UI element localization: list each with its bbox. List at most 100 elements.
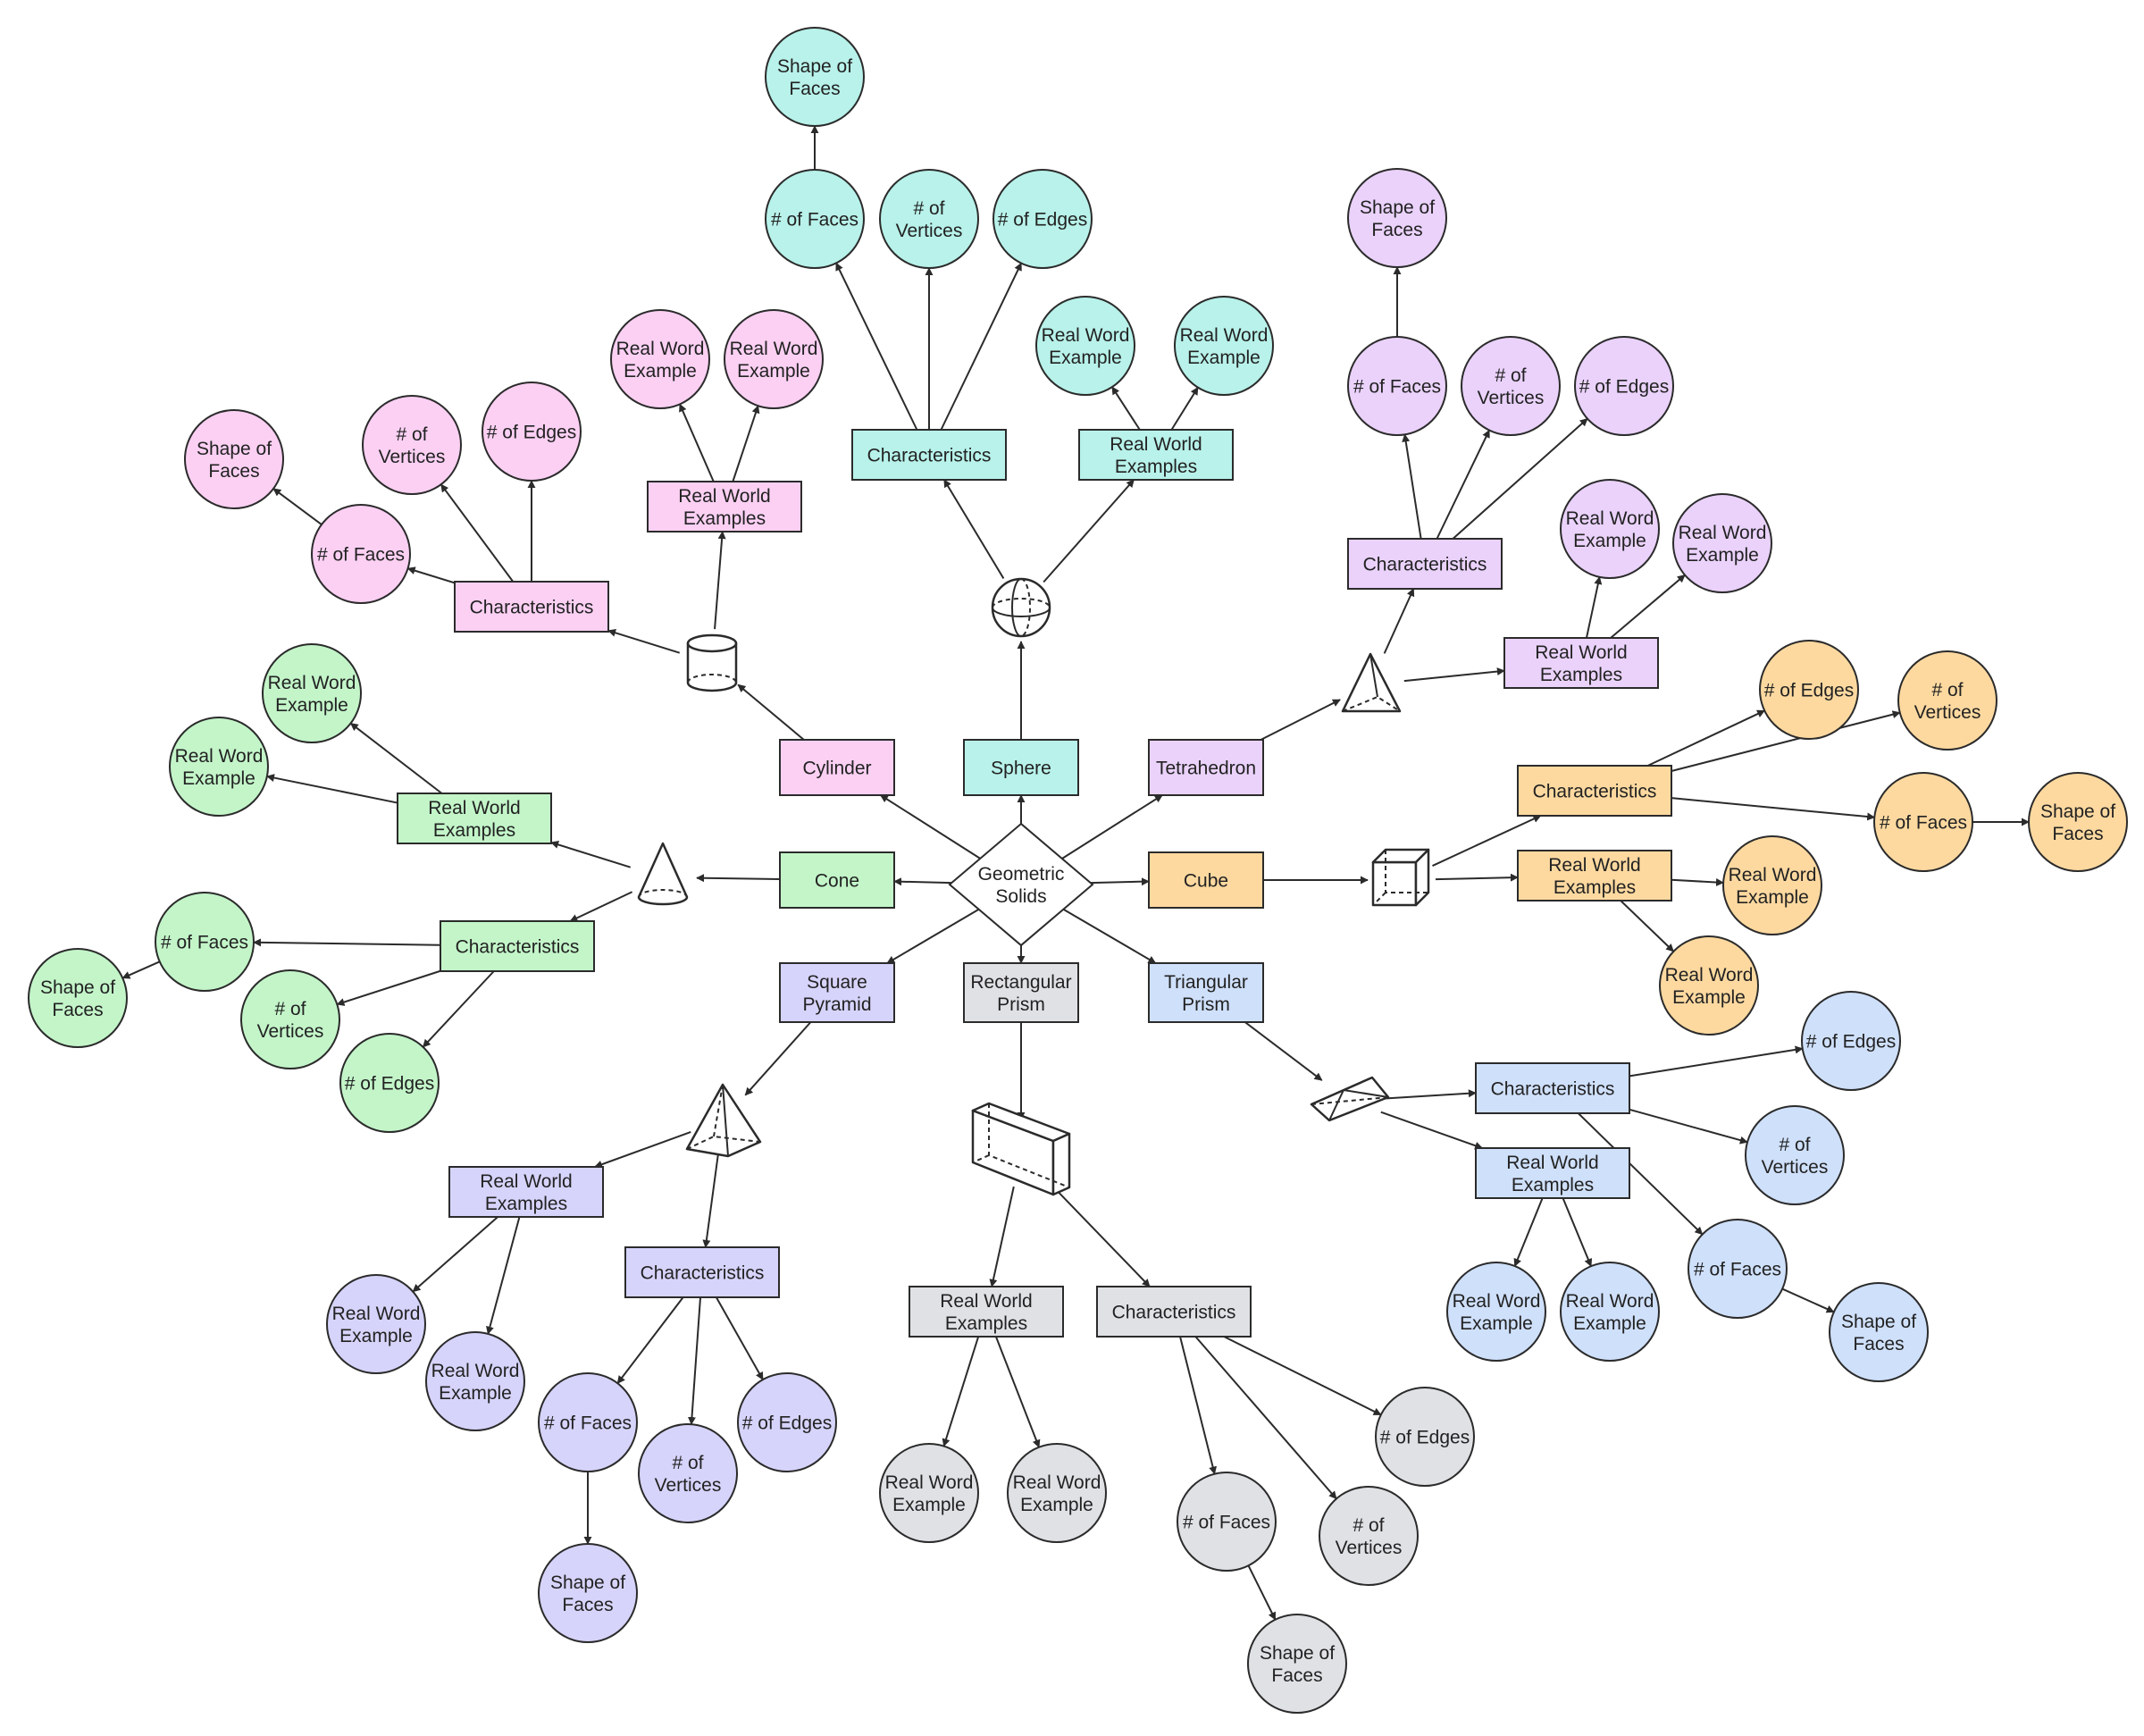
connector-sqp-rw-to-sqp-ex2: [486, 1216, 521, 1335]
node-tet-ch: Characteristics: [1347, 538, 1503, 590]
connector-sqp-ch-to-sqp-edges: [715, 1296, 764, 1380]
node-cone-ch: Characteristics: [440, 920, 595, 972]
cone-box: [779, 851, 895, 909]
cone-ex2-circle: [169, 717, 269, 817]
node-tri-ch: Characteristics: [1475, 1062, 1630, 1114]
tri-ch-box: [1475, 1062, 1630, 1114]
cyl-vert-circle: [362, 395, 462, 495]
tri-rw-box: [1475, 1147, 1630, 1199]
connector-cube-ch-to-cube-vert: [1671, 710, 1901, 772]
sqp-edges-label: # of Edges: [742, 1413, 832, 1433]
node-tri-edges: # of Edges: [1801, 991, 1901, 1091]
sph-label: Sphere: [991, 758, 1051, 778]
connector-ico-sqp-to-sqp-rw: [594, 1131, 691, 1169]
cube-edges-circle: [1759, 640, 1859, 740]
tet-shape-circle: [1347, 168, 1447, 268]
tri-vert-circle: [1745, 1105, 1845, 1205]
connector-cone-ch-to-cone-faces: [253, 938, 441, 947]
cone-label: Cone: [815, 870, 859, 891]
node-sph-edges: # of Edges: [992, 169, 1093, 269]
cyl-label: Cylinder: [802, 758, 871, 778]
connector-cyl-faces-to-cyl-shape: [272, 488, 322, 525]
node-tri-faces: # of Faces: [1688, 1219, 1788, 1319]
sph-edges-circle: [992, 169, 1093, 269]
sph-shape-circle: [765, 27, 865, 127]
node-rect-edges: # of Edges: [1375, 1387, 1475, 1487]
cyl-ex1-circle: [610, 309, 710, 409]
cube-edges-label: # of Edges: [1764, 680, 1854, 700]
rect-faces-circle: [1177, 1472, 1277, 1572]
tet-box: [1148, 739, 1264, 796]
cube-ex1-circle: [1722, 835, 1822, 935]
node-tet-edges: # of Edges: [1574, 336, 1674, 436]
cyl-faces-circle: [311, 504, 411, 604]
tri-faces-circle: [1688, 1219, 1788, 1319]
cone-icon: [637, 842, 689, 906]
rect-box: [963, 962, 1079, 1023]
tri-box: [1148, 962, 1264, 1023]
cube-shape-circle: [2028, 772, 2128, 872]
tri-ch-label: Characteristics: [1491, 1078, 1615, 1099]
connector-rect-faces-to-rect-shape: [1247, 1564, 1277, 1621]
connector-tri-rw-to-tri-ex2: [1562, 1197, 1593, 1267]
square-pyramid-icon: [685, 1083, 762, 1158]
tet-label: Tetrahedron: [1156, 758, 1256, 778]
connector-ico-rect-to-rect-rw: [989, 1186, 1015, 1287]
cyl-box: [779, 739, 895, 796]
connector-tet-ch-to-tet-edges: [1452, 417, 1588, 540]
node-sph-faces: # of Faces: [765, 169, 865, 269]
connector-sqp-rw-to-sqp-ex1: [412, 1216, 498, 1293]
sph-ch-box: [851, 429, 1007, 481]
cone-edges-label: # of Edges: [345, 1073, 434, 1094]
connector-cyl-rw-to-cyl-ex1: [679, 403, 715, 482]
node-sqp-faces: # of Faces: [538, 1372, 638, 1472]
connector-sph-ch-to-sph-faces: [835, 262, 918, 431]
cone-shape-circle: [28, 948, 128, 1048]
sqp-ex1-circle: [326, 1274, 426, 1374]
connector-rect-ch-to-rect-vert: [1194, 1336, 1337, 1500]
sqp-ex2-circle: [425, 1331, 525, 1431]
node-cone: Cone: [779, 851, 895, 909]
connector-tri-ch-to-tri-vert: [1629, 1108, 1748, 1145]
connector-center-to-cyl: [879, 794, 981, 860]
node-cone-faces: # of Faces: [155, 892, 255, 992]
connector-center-to-cube: [1090, 877, 1150, 886]
tri-ex1-circle: [1446, 1262, 1546, 1362]
connector-cone-rw-to-cone-ex1: [349, 722, 443, 794]
tri-shape-circle: [1829, 1282, 1929, 1382]
sph-faces-label: # of Faces: [771, 209, 858, 230]
connector-center-to-cone: [893, 877, 952, 886]
cone-faces-circle: [155, 892, 255, 992]
